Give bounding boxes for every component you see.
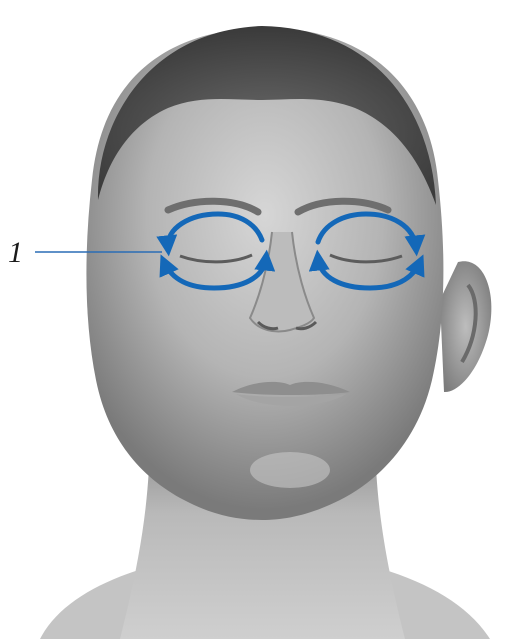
callout-label: 1 [8,236,23,269]
right-ear [440,261,491,392]
chin-highlight [250,452,330,488]
